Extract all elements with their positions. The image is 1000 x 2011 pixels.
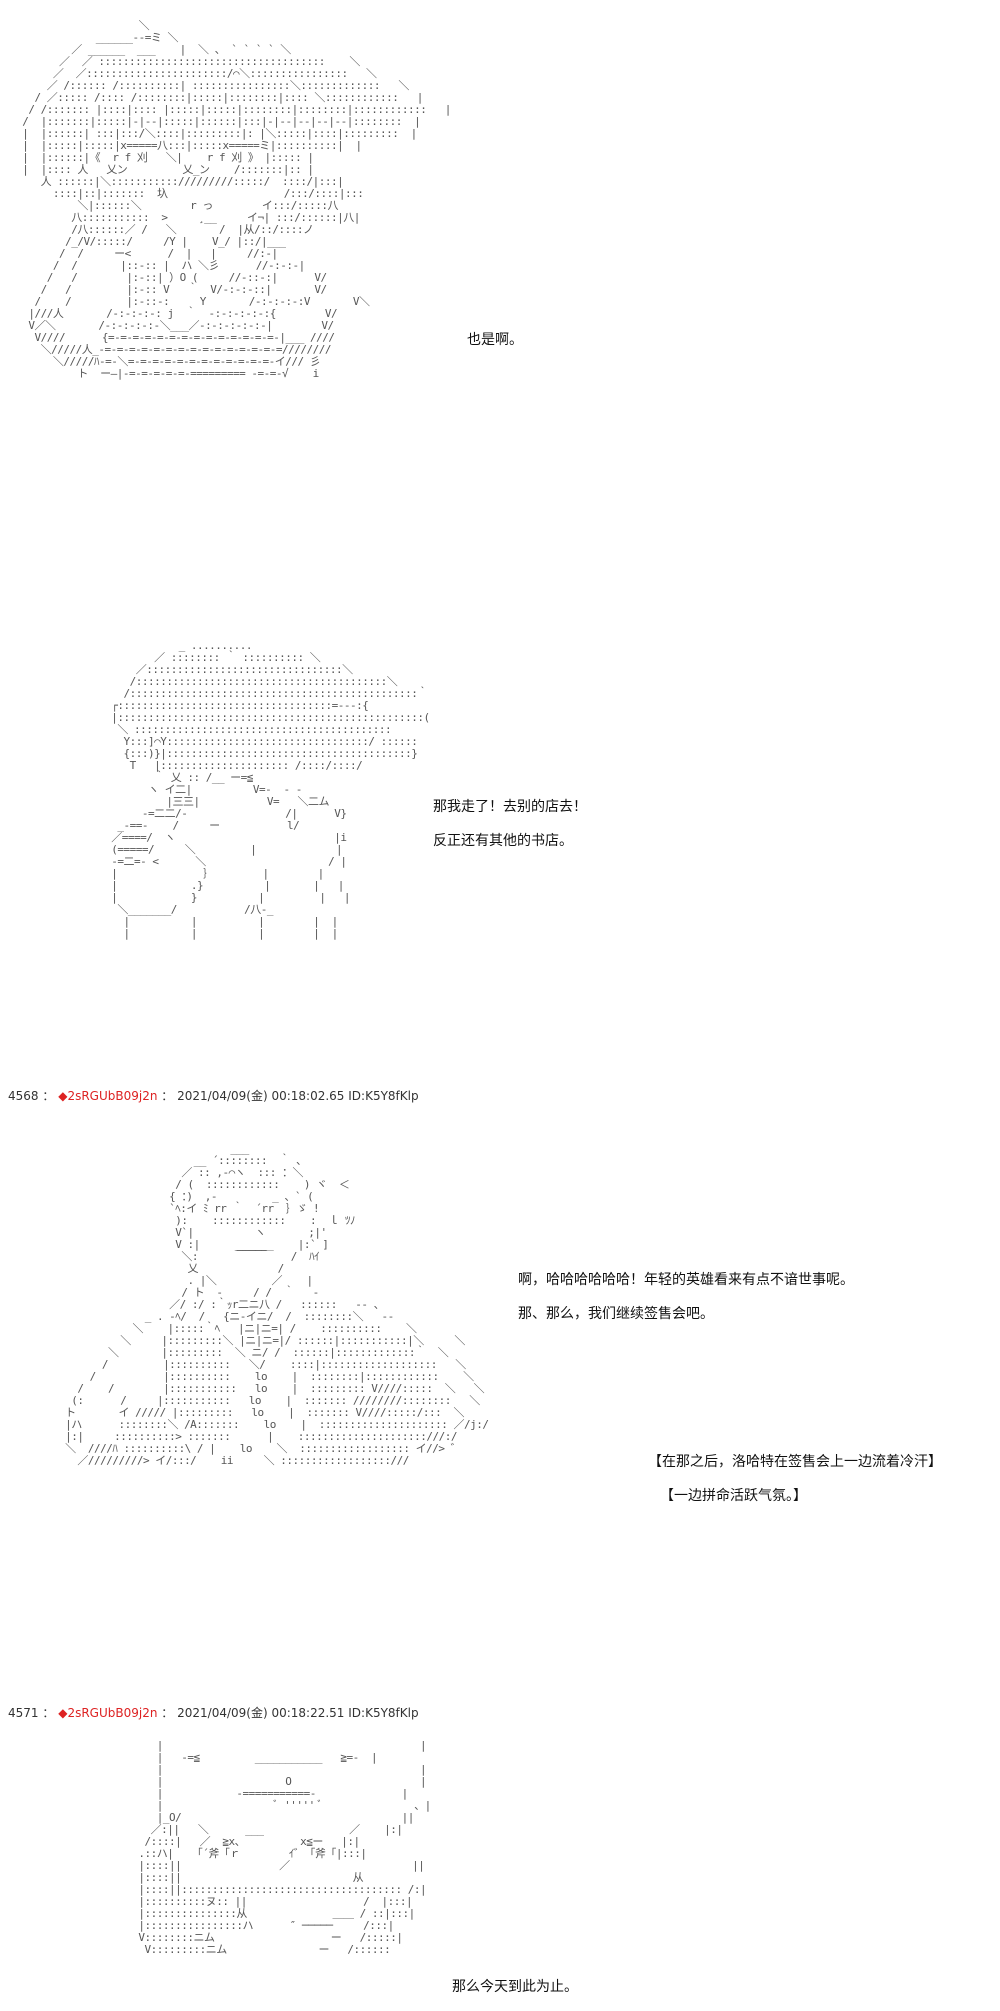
dialog-block-1: 也是啊。	[467, 330, 523, 364]
dialog-block-3b: 【在那之后，洛哈特在签售会上一边流着冷汗】 【一边拼命活跃气氛。】	[648, 1452, 942, 1520]
post-header: 4568 ： ◆2sRGUbB09j2n ： 2021/04/09(金) 00:…	[8, 1089, 419, 1103]
dialog-line: 那、那么，我们继续签售会吧。	[518, 1306, 714, 1322]
poster-trip[interactable]: 2sRGUbB09j2n	[67, 1706, 158, 1720]
dialog-block-4: 那么今天到此为止。	[452, 1977, 578, 2011]
post-datetime: 2021/04/09(金) 00:18:22.51 ID:K5Y8fKlp	[177, 1706, 419, 1720]
post-number: 4571	[8, 1706, 39, 1720]
ascii-art-final: | | | -=≦ ___________ ≧=- | | | | O | |	[138, 1739, 431, 1956]
dialog-line: 【在那之后，洛哈特在签售会上一边流着冷汗】	[648, 1454, 942, 1470]
dialog-block-2: 那我走了！去别的店去！ 反正还有其他的书店。	[433, 797, 587, 865]
dialog-block-3: 啊，哈哈哈哈哈哈！年轻的英雄看来有点不谙世事呢。 那、那么，我们继续签售会吧。	[518, 1270, 854, 1338]
post-number: 4568	[8, 1089, 39, 1103]
poster-trip[interactable]: 2sRGUbB09j2n	[67, 1089, 158, 1103]
ascii-art-girl: ＼ ______--=ミ ＼ ／ ______ ___ | ＼ 、 ` ` ` …	[22, 19, 451, 380]
dialog-line: 也是啊。	[467, 332, 523, 348]
ascii-art-boy: _ .......... ／ :::::::: ｀ :::::::::: ＼ ／…	[111, 639, 430, 940]
dialog-line: 【一边拼命活跃气氛。】	[660, 1488, 807, 1504]
dialog-line: 啊，哈哈哈哈哈哈！年轻的英雄看来有点不谙世事呢。	[518, 1272, 854, 1288]
dialog-line: 那么今天到此为止。	[452, 1979, 578, 1995]
dialog-line: 反正还有其他的书店。	[433, 833, 573, 849]
ascii-art-lockhart: ___ __ ´:::::::: ｀ 、 ／ :: ,-⌒ヽ ::: ：＼ / …	[65, 1142, 489, 1467]
trip-marker: ◆	[58, 1706, 68, 1720]
dialog-line: 那我走了！去别的店去！	[433, 799, 587, 815]
trip-marker: ◆	[58, 1089, 68, 1103]
post-header: 4571 ： ◆2sRGUbB09j2n ： 2021/04/09(金) 00:…	[8, 1706, 419, 1720]
post-datetime: 2021/04/09(金) 00:18:02.65 ID:K5Y8fKlp	[177, 1089, 419, 1103]
